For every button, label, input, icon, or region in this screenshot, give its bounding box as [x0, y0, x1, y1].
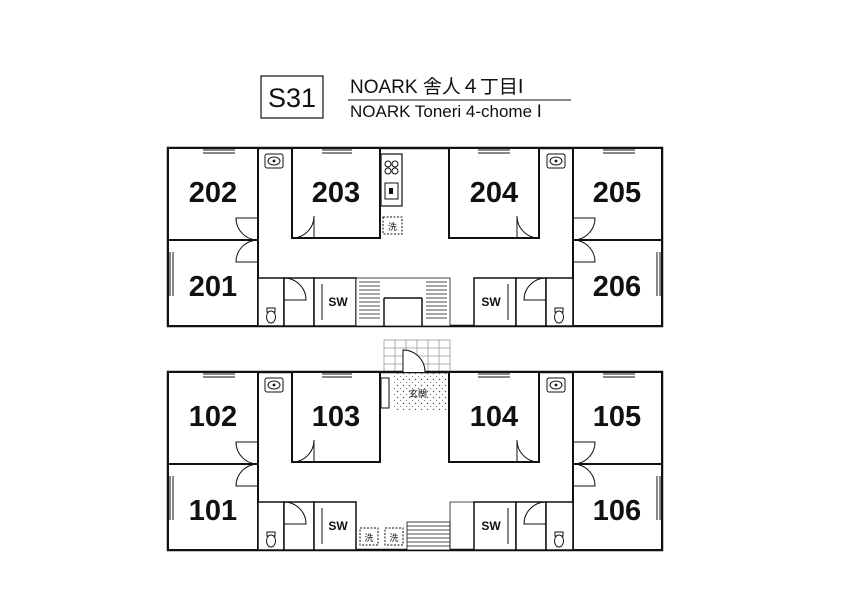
room-number-204: 204	[470, 177, 518, 209]
shower-right	[473, 277, 517, 327]
washer-box	[384, 527, 404, 546]
floor-1: 玄関	[166, 349, 664, 552]
stairs-2f	[355, 277, 451, 327]
doors	[235, 439, 596, 487]
room-104	[448, 371, 540, 463]
shower-right	[473, 501, 517, 551]
room-number-105: 105	[593, 401, 641, 433]
room-206	[572, 239, 663, 327]
room-103	[291, 371, 381, 463]
toilet-icon	[266, 307, 276, 324]
room-number-201: 201	[189, 271, 237, 303]
room-205	[572, 147, 663, 241]
stairs-1f	[406, 501, 474, 551]
toilet-icon	[554, 307, 564, 324]
wash-left	[283, 501, 315, 551]
sw-label: SW	[481, 519, 501, 533]
windows	[169, 373, 661, 520]
room-number-202: 202	[189, 177, 237, 209]
room-105	[572, 371, 663, 465]
doors	[235, 215, 596, 263]
shower-left	[313, 277, 357, 327]
sink-icon	[546, 153, 566, 169]
kitchen-unit	[380, 153, 403, 207]
header: S31 NOARK 舎人４丁目Ⅰ NOARK Toneri 4-chome Ⅰ	[260, 75, 571, 121]
room-number-203: 203	[312, 177, 360, 209]
room-number-206: 206	[593, 271, 641, 303]
windows	[169, 149, 661, 296]
toilet-icon	[554, 531, 564, 548]
entrance-label: 玄関	[409, 388, 427, 400]
sw-label: SW	[328, 519, 348, 533]
wash-right	[515, 277, 547, 327]
sw-label: SW	[328, 295, 348, 309]
washer-label: 洗	[389, 532, 398, 544]
entrance-area	[393, 372, 449, 410]
wash-right	[515, 501, 547, 551]
wash-left	[283, 277, 315, 327]
floor-2: 洗 SW SW	[166, 146, 664, 328]
building-name-en: NOARK Toneri 4-chome Ⅰ	[350, 102, 542, 121]
sink-icon	[264, 153, 284, 169]
shoe-cabinet	[380, 377, 390, 409]
washer-box	[382, 216, 403, 235]
shower-left	[313, 501, 357, 551]
sink-icon	[264, 377, 284, 393]
building-code: S31	[268, 83, 316, 113]
room-203	[291, 147, 381, 239]
washer-box	[359, 527, 379, 546]
room-204	[448, 147, 540, 239]
room-number-106: 106	[593, 495, 641, 527]
toilet-icon	[266, 531, 276, 548]
sw-label: SW	[481, 295, 501, 309]
room-number-205: 205	[593, 177, 641, 209]
building-code-box	[260, 75, 324, 119]
room-101	[167, 463, 259, 551]
washer-label: 洗	[364, 532, 373, 544]
washer-label: 洗	[388, 221, 397, 233]
room-number-103: 103	[312, 401, 360, 433]
sink-icon	[546, 377, 566, 393]
room-number-101: 101	[189, 495, 237, 527]
room-number-102: 102	[189, 401, 237, 433]
room-number-104: 104	[470, 401, 518, 433]
building-name-ja: NOARK 舎人４丁目Ⅰ	[350, 76, 523, 98]
